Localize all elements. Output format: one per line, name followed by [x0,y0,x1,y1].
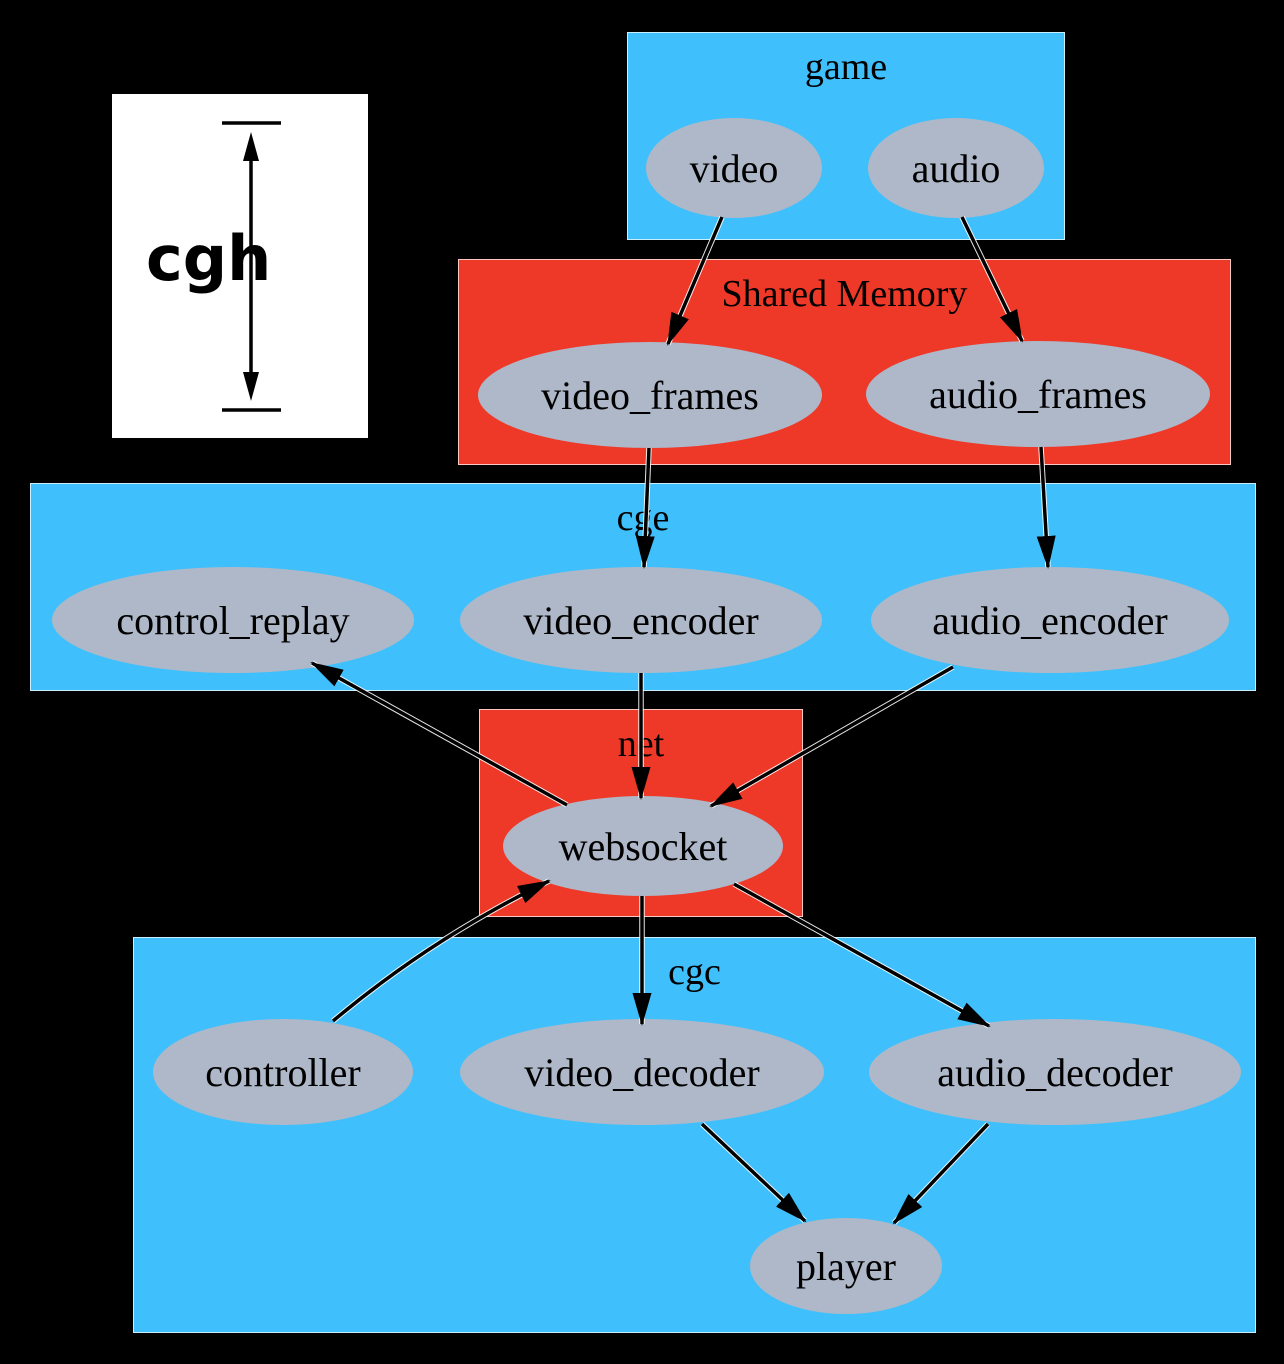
node-video-frames: video_frames [478,342,822,448]
node-video: video [646,118,822,218]
node-video-decoder-label: video_decoder [524,1049,760,1095]
node-audio-label: audio [911,145,1001,191]
node-player-label: player [796,1243,896,1289]
node-audio-frames-label: audio_frames [929,371,1147,417]
node-player: player [750,1218,942,1314]
node-audio-frames: audio_frames [866,341,1210,447]
node-audio-decoder-label: audio_decoder [937,1049,1173,1095]
cluster-shared-memory-label: Shared Memory [721,273,968,315]
node-audio-encoder: audio_encoder [871,567,1229,673]
node-video-encoder-label: video_encoder [523,597,759,643]
node-video-decoder: video_decoder [460,1019,824,1125]
node-websocket-label: websocket [558,823,728,869]
cluster-net-label: net [617,723,665,765]
node-audio-decoder: audio_decoder [869,1019,1241,1125]
node-audio: audio [868,118,1044,218]
node-websocket: websocket [503,796,783,896]
cluster-game-label: game [804,46,888,88]
node-control-replay: control_replay [52,567,414,673]
cluster-cge-label: cge [616,497,670,539]
node-control-replay-label: control_replay [116,597,350,643]
node-controller: controller [153,1019,413,1125]
node-controller-label: controller [205,1049,361,1095]
node-video-frames-label: video_frames [541,372,759,418]
legend-label: cgh [146,222,272,295]
node-audio-encoder-label: audio_encoder [932,597,1168,643]
node-video-encoder: video_encoder [460,567,822,673]
cluster-cgc: cgc [133,937,1256,1333]
legend-box: cgh [112,94,368,438]
node-video-label: video [689,145,779,191]
cluster-cgc-label: cgc [668,951,721,993]
